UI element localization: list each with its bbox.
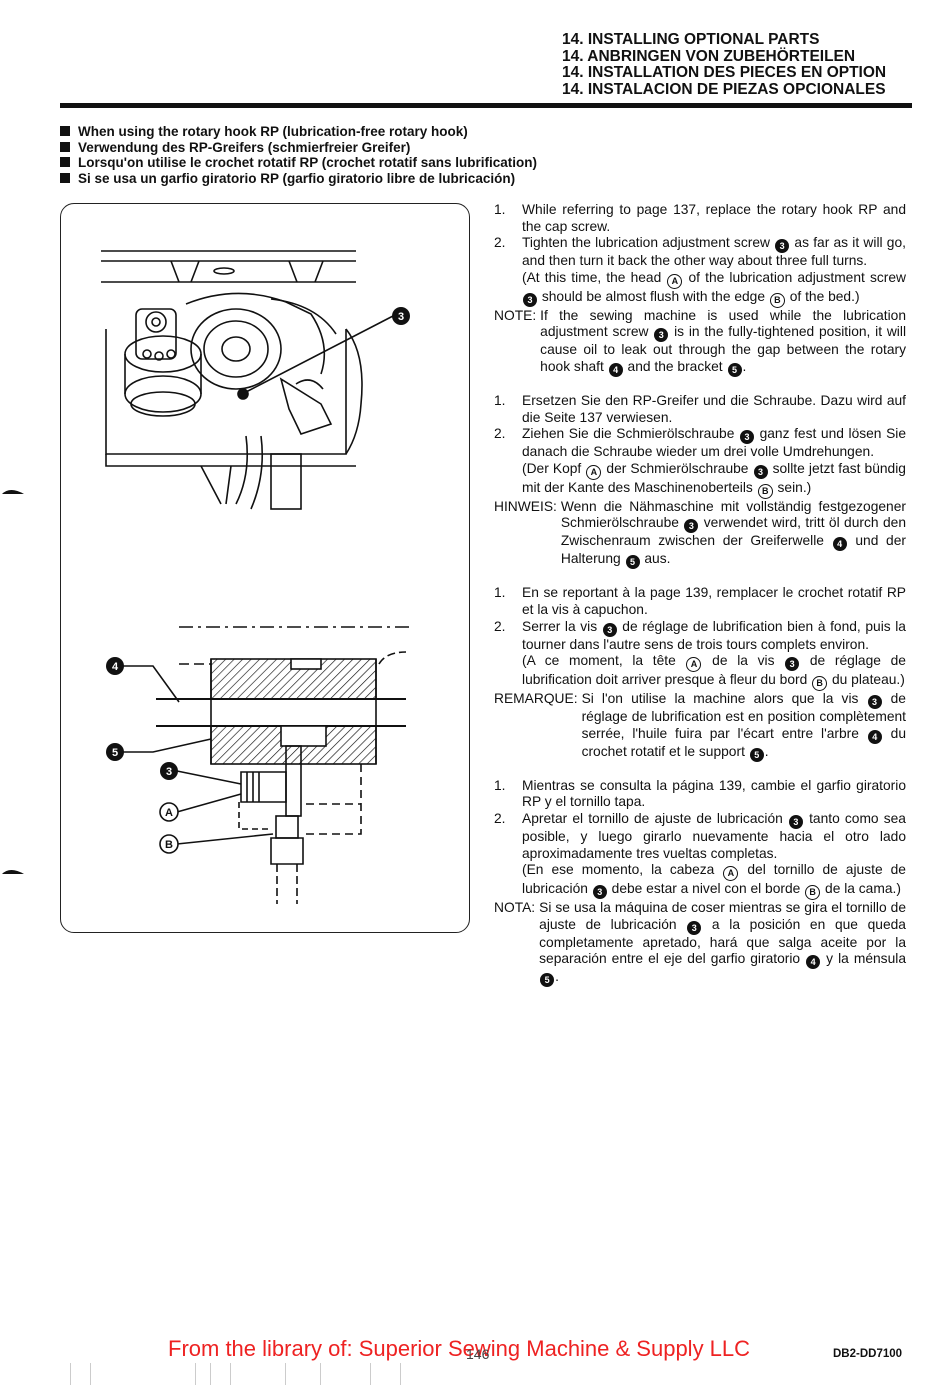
ref-screw-icon: 3	[867, 695, 882, 710]
ref-edge-icon: B	[757, 483, 773, 499]
section-de: 1.Ersetzen Sie den RP-Greifer und die Sc…	[494, 392, 906, 570]
subtitle-es: Si se usa un garfio giratorio RP (garfio…	[60, 171, 760, 187]
scan-artifact	[370, 1363, 371, 1385]
bullet-square-icon	[60, 172, 70, 183]
ref-screw-icon: 3	[684, 519, 699, 534]
ref-head-icon: A	[586, 464, 602, 480]
step-2: 2. Ziehen Sie die Schmierölschraube 3 ga…	[494, 426, 906, 499]
callout-shaft	[106, 657, 124, 675]
scan-artifact	[90, 1363, 91, 1385]
callout-label: 4	[112, 661, 119, 673]
section-es: 1.Mientras se consulta la página 139, ca…	[494, 778, 906, 988]
document-code: DB2-DD7100	[833, 1348, 903, 1360]
step-2: 2. Tighten the lubrication adjustment sc…	[494, 235, 906, 308]
heading-fr: 14. INSTALLATION DES PIECES EN OPTION	[562, 64, 887, 81]
scan-artifact	[285, 1363, 286, 1385]
ref-shaft-icon: 4	[608, 362, 623, 377]
ref-head-icon: A	[723, 866, 739, 882]
ref-screw-icon: 3	[602, 622, 617, 637]
scan-artifact	[195, 1363, 196, 1385]
subtitle-de: Verwendung des RP-Greifers (schmierfreie…	[60, 140, 760, 156]
ref-bracket-icon: 5	[727, 362, 742, 377]
note: NOTE: If the sewing machine is used whil…	[494, 307, 907, 377]
callout-screw-bottom	[160, 762, 178, 780]
ref-shaft-icon: 4	[867, 729, 882, 744]
ref-screw-icon: 3	[785, 657, 800, 672]
ref-bracket-icon: 5	[749, 747, 764, 762]
bullet-square-icon	[60, 126, 70, 136]
callout-label: 3	[166, 766, 172, 778]
callout-screw-top	[392, 307, 410, 325]
ref-shaft-icon: 4	[832, 537, 847, 552]
callout-label: B	[165, 839, 173, 851]
ref-head-icon: A	[667, 273, 683, 289]
chapter-heading: 14. INSTALLING OPTIONAL PARTS 14. ANBRIN…	[562, 31, 922, 98]
ref-edge-icon: B	[805, 885, 821, 901]
step-2: 2. Apretar el tornillo de ajuste de lubr…	[494, 811, 906, 901]
step-1: 1.While referring to page 137, replace t…	[494, 202, 906, 234]
ref-screw-icon: 3	[753, 464, 768, 479]
ref-edge-icon: B	[769, 292, 785, 308]
subtitle-fr: Lorsqu'on utilise le crochet rotatif RP …	[60, 155, 760, 171]
ref-screw-icon: 3	[592, 885, 607, 900]
callout-label: 5	[112, 747, 118, 759]
ref-shaft-icon: 4	[806, 955, 821, 970]
margin-mark-icon	[2, 870, 24, 874]
section-fr: 1.En se reportant à la page 139, remplac…	[494, 585, 907, 762]
note: REMARQUE: Si l'on utilise la machine alo…	[494, 691, 907, 762]
heading-es: 14. INSTALACION DE PIEZAS OPCIONALES	[562, 80, 886, 98]
callout-edge	[159, 834, 179, 854]
step-1: 1.En se reportant à la page 139, remplac…	[494, 585, 906, 617]
note: NOTA: Si se usa la máquina de coser mien…	[494, 900, 906, 988]
scan-artifact	[210, 1363, 211, 1385]
callout-label: A	[165, 807, 173, 819]
ref-head-icon: A	[686, 657, 702, 673]
callout-label: 3	[398, 311, 404, 323]
ref-screw-icon: 3	[788, 814, 803, 829]
note: HINWEIS: Wenn die Nähmaschine mit vollst…	[494, 498, 906, 570]
ref-screw-icon: 3	[775, 239, 790, 254]
instructions-column: 1.While referring to page 137, replace t…	[494, 202, 906, 1003]
ref-screw-icon: 3	[739, 430, 754, 445]
bullet-square-icon	[60, 141, 70, 152]
step-1: 1.Mientras se consulta la página 139, ca…	[494, 777, 906, 810]
scan-artifact	[70, 1363, 71, 1385]
illustration-frame: 3	[60, 203, 470, 933]
scan-artifact	[320, 1363, 321, 1385]
library-watermark: From the library of: Superior Sewing Mac…	[168, 1336, 751, 1361]
heading-en: 14. INSTALLING OPTIONAL PARTS	[562, 31, 820, 48]
subtitle-en: When using the rotary hook RP (lubricati…	[60, 124, 760, 140]
ref-screw-icon: 3	[687, 920, 702, 935]
callout-head	[159, 802, 179, 822]
shaft-cross-section	[123, 626, 411, 904]
scan-artifact	[400, 1363, 401, 1385]
ref-screw-icon: 3	[654, 328, 669, 343]
margin-mark-icon	[2, 490, 24, 494]
ref-screw-icon: 3	[523, 292, 537, 307]
ref-bracket-icon: 5	[540, 973, 555, 988]
page-number: 146	[466, 1346, 490, 1362]
callout-bracket	[106, 743, 124, 761]
bed-top-view	[101, 250, 394, 510]
ref-bracket-icon: 5	[625, 555, 640, 570]
step-1: 1.Ersetzen Sie den RP-Greifer und die Sc…	[494, 392, 906, 425]
header-rule	[60, 103, 912, 108]
bullet-square-icon	[60, 157, 70, 167]
section-subtitles: When using the rotary hook RP (lubricati…	[60, 124, 760, 186]
scan-artifact	[230, 1363, 231, 1385]
rotary-hook-illustration: 3	[101, 250, 411, 904]
step-2: 2. Serrer la vis 3 de réglage de lubrifi…	[494, 619, 906, 692]
ref-edge-icon: B	[812, 676, 828, 692]
heading-de: 14. ANBRINGEN VON ZUBEHÖRTEILEN	[562, 47, 856, 65]
section-en: 1.While referring to page 137, replace t…	[494, 202, 906, 377]
